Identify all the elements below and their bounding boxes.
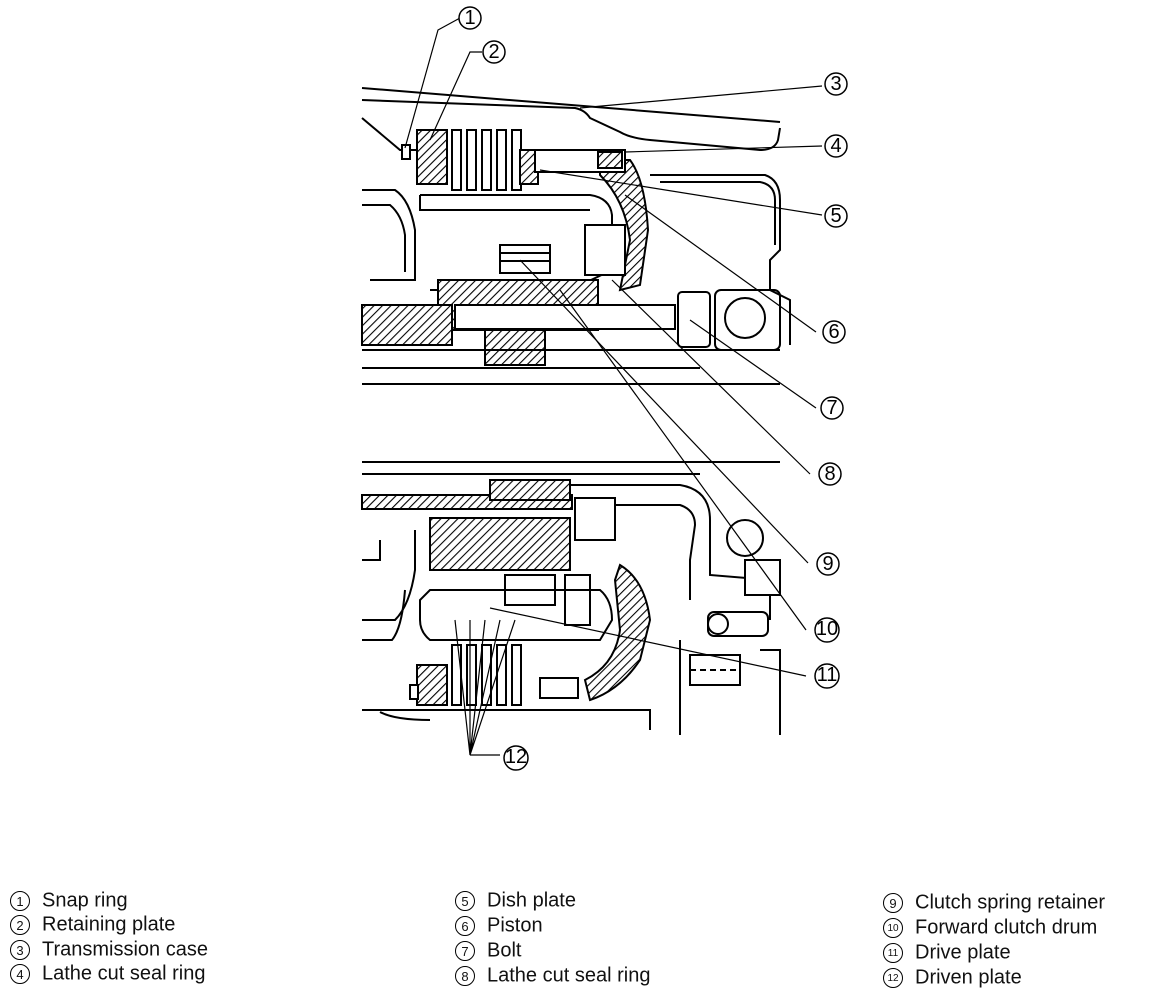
upper-clutch-plates [451,129,522,191]
svg-text:7: 7 [826,397,837,419]
legend-number: 9 [883,892,903,913]
svg-text:11: 11 [817,664,838,686]
legend-text: Drive plate [915,941,1011,964]
callout-2: 2 [482,40,506,64]
legend-item: 10 Forward clutch drum [883,915,1097,940]
legend-number: 1 [10,890,30,911]
legend-text: Lathe cut seal ring [42,962,206,985]
callout-9: 9 [816,552,840,576]
legend-number: 5 [455,890,475,911]
svg-text:3: 3 [830,73,841,95]
lower-clutch-plates [451,644,522,706]
legend-number: 11 [883,942,903,963]
legend-text: Dish plate [487,889,576,912]
callout-4: 4 [824,134,848,158]
legend-item: 4 Lathe cut seal ring [10,961,205,986]
legend-number: 8 [455,965,475,986]
legend-item: 6 Piston [455,913,543,938]
legend-number: 2 [10,914,30,935]
legend-number: 3 [10,939,30,960]
legend-text: Clutch spring retainer [915,891,1106,914]
callout-6: 6 [822,320,846,344]
callout-5: 5 [824,204,848,228]
callout-7: 7 [820,396,844,420]
legend-text: Lathe cut seal ring [487,964,651,987]
svg-text:8: 8 [824,463,835,485]
svg-text:10: 10 [816,618,838,640]
legend-text: Piston [487,914,543,937]
svg-text:1: 1 [464,7,475,29]
svg-text:5: 5 [830,205,841,227]
legend-item: 11 Drive plate [883,940,1011,965]
svg-text:6: 6 [828,321,839,343]
legend-item: 7 Bolt [455,938,521,963]
legend-text: Forward clutch drum [915,916,1098,939]
callout-8: 8 [818,462,842,486]
legend-item: 9 Clutch spring retainer [883,890,1105,915]
svg-text:4: 4 [830,135,841,157]
leader-lines [404,17,823,756]
svg-text:12: 12 [505,746,527,768]
legend-item: 1 Snap ring [10,888,128,913]
legend-text: Retaining plate [42,913,176,936]
legend-item: 5 Dish plate [455,888,576,913]
svg-text:2: 2 [488,41,499,63]
legend-item: 8 Lathe cut seal ring [455,963,650,988]
legend-number: 6 [455,915,475,936]
callout-3: 3 [824,72,848,96]
legend-item: 3 Transmission case [10,937,208,962]
legend-text: Driven plate [915,966,1022,989]
callout-11: 11 [814,663,840,689]
legend-text: Snap ring [42,889,128,912]
drawing-body [361,87,791,735]
svg-text:9: 9 [822,553,833,575]
legend-text: Transmission case [42,938,208,961]
legend-number: 4 [10,963,30,984]
callout-10: 10 [814,617,840,643]
legend-number: 10 [883,917,903,938]
legend-number: 12 [883,967,903,988]
legend-item: 12 Driven plate [883,965,1022,990]
callout-12: 12 [503,745,529,771]
callouts: 1 2 3 4 5 6 7 8 9 10 11 12 [458,6,848,771]
callout-1: 1 [458,6,482,30]
legend-text: Bolt [487,939,522,962]
legend-number: 7 [455,940,475,961]
legend-item: 2 Retaining plate [10,912,175,937]
